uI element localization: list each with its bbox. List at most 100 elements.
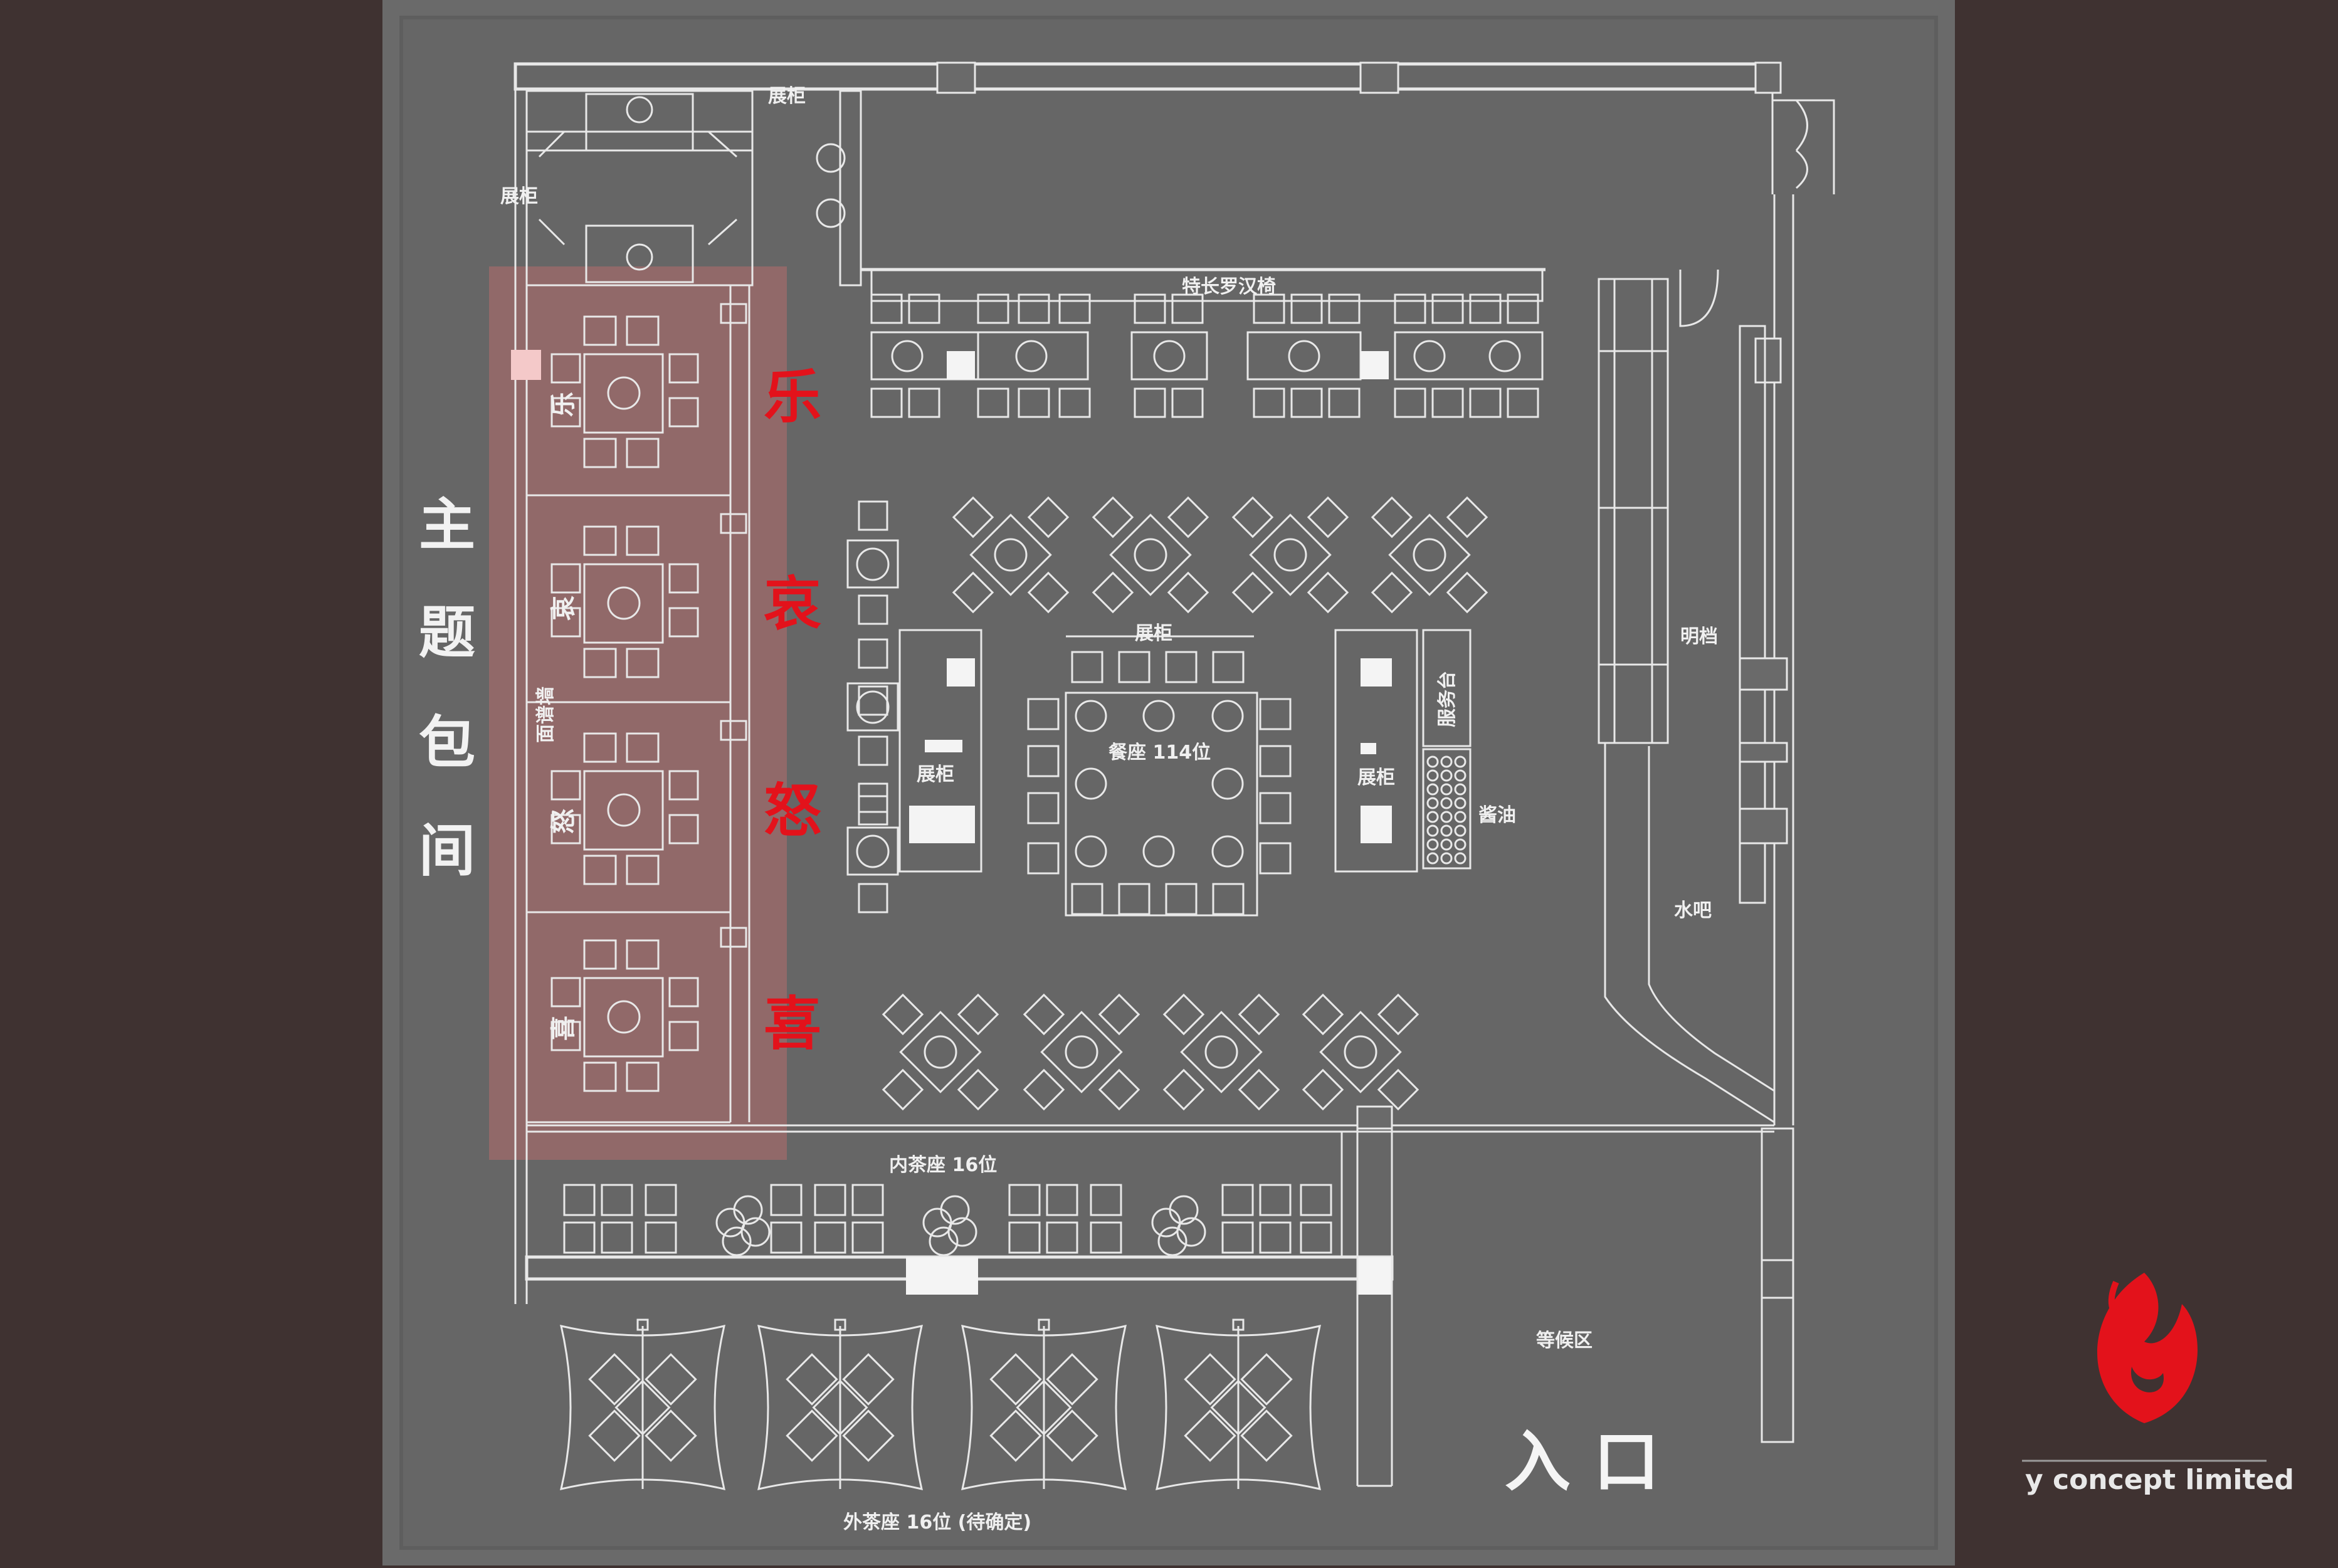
umbrella-base <box>834 1318 846 1331</box>
room-chair <box>550 770 581 801</box>
room-chair <box>668 607 699 638</box>
bench-chair <box>908 293 940 324</box>
banquet-plate <box>1075 767 1107 800</box>
bench-chair <box>1253 293 1285 324</box>
sauce-bottle <box>1426 811 1439 823</box>
cabinet-label-center: 展柜 <box>1135 623 1172 645</box>
banquet-plate <box>1211 835 1244 868</box>
banquet-chair <box>1027 698 1060 730</box>
outer-chair <box>842 1353 895 1406</box>
diamond-chair <box>1446 496 1488 539</box>
room-chair <box>626 732 660 763</box>
bench-chair <box>977 387 1009 418</box>
tea-seat <box>1259 1221 1292 1254</box>
banquet-chair <box>1071 651 1103 683</box>
sauce-bottle <box>1426 769 1439 782</box>
room-chair <box>583 1061 617 1092</box>
emotion-happiness: 喜 <box>764 991 821 1058</box>
banquet-chair <box>1165 883 1198 915</box>
outer-table <box>614 1379 671 1436</box>
inner-tea-label: 内茶座 16位 <box>889 1154 997 1176</box>
diamond-chair <box>1023 1068 1065 1111</box>
outer-table <box>812 1379 868 1436</box>
outer-chair <box>989 1409 1042 1462</box>
side-table-plate <box>856 547 890 581</box>
room-chair <box>626 525 660 556</box>
display-cabinet-left <box>898 629 982 873</box>
plant <box>1176 1217 1206 1247</box>
side-chair <box>858 638 888 669</box>
plant <box>1157 1226 1187 1256</box>
plate <box>1153 340 1186 372</box>
sauce-bottle <box>1454 769 1467 782</box>
cabinet-label-restroom-left: 展柜 <box>500 186 538 208</box>
diamond-table-plate <box>1134 538 1167 572</box>
bench-chair <box>1018 293 1050 324</box>
diamond-table <box>969 513 1052 596</box>
diamond-chair <box>1377 993 1419 1036</box>
banquet-plate <box>1142 835 1175 868</box>
banquet-chair <box>1027 842 1060 875</box>
emotion-anger: 怒 <box>764 777 821 845</box>
diamond-chair <box>1302 993 1344 1036</box>
outer-chair <box>786 1353 838 1406</box>
room-chair <box>668 770 699 801</box>
tea-seat <box>814 1184 846 1216</box>
restrooms <box>525 90 846 287</box>
side-chair <box>858 594 888 625</box>
bench-chair <box>1290 293 1323 324</box>
outer-chair <box>842 1409 895 1462</box>
plant <box>740 1217 771 1247</box>
bench-chair <box>977 293 1009 324</box>
bench-chair <box>870 387 903 418</box>
diamond-chair <box>1098 993 1140 1036</box>
room-chair <box>626 315 660 346</box>
banquet-plate <box>1142 700 1175 732</box>
cabinet-label-restroom-top: 展柜 <box>768 85 806 107</box>
tea-seat <box>851 1184 884 1216</box>
right-door <box>1679 99 1835 327</box>
cabinet-label-right: 展柜 <box>1357 767 1395 789</box>
sauce-bottle <box>1426 824 1439 837</box>
outer-chair <box>1046 1353 1098 1406</box>
diamond-chair <box>1027 571 1070 614</box>
plate <box>1488 340 1521 372</box>
room-chair <box>550 563 581 594</box>
bench-chair <box>908 387 940 418</box>
emotion-joy: 乐 <box>764 364 821 431</box>
plate <box>891 340 924 372</box>
sauce-bottle <box>1440 852 1453 865</box>
column <box>947 351 975 379</box>
room-chair <box>550 1021 581 1051</box>
banquet-chair <box>1212 883 1245 915</box>
outer-chair <box>786 1409 838 1462</box>
sauce-bottle <box>1440 811 1453 823</box>
diamond-chair <box>1162 993 1205 1036</box>
outer-table <box>1210 1379 1266 1436</box>
plant <box>947 1217 977 1247</box>
dining-area <box>846 496 1488 1111</box>
brand-logo <box>2022 1273 2267 1462</box>
outer-chair <box>1184 1409 1236 1462</box>
room-table-plate <box>607 1000 641 1034</box>
bench-table <box>1130 331 1208 381</box>
room-name-joy: 乐 <box>549 392 578 417</box>
sauce-bottle <box>1440 838 1453 851</box>
room-chair <box>668 814 699 845</box>
bench-chair <box>1171 293 1204 324</box>
room-chair <box>668 353 699 384</box>
diamond-chair <box>882 1068 924 1111</box>
room-chair <box>550 397 581 428</box>
room-name-anger: 怒 <box>549 809 578 834</box>
theme-title-char-4: 间 <box>419 818 475 884</box>
long-bench-label: 特长罗汉椅 <box>1182 276 1276 298</box>
entrance-label: 入 口 <box>1505 1424 1660 1500</box>
bench-table <box>1394 331 1544 381</box>
room-table-plate <box>607 586 641 620</box>
bench-chair <box>1507 387 1539 418</box>
bench-chair <box>1469 387 1502 418</box>
diamond-table-plate <box>1065 1035 1098 1069</box>
sauce-bottle <box>1426 755 1439 768</box>
outer-chair <box>1240 1409 1293 1462</box>
